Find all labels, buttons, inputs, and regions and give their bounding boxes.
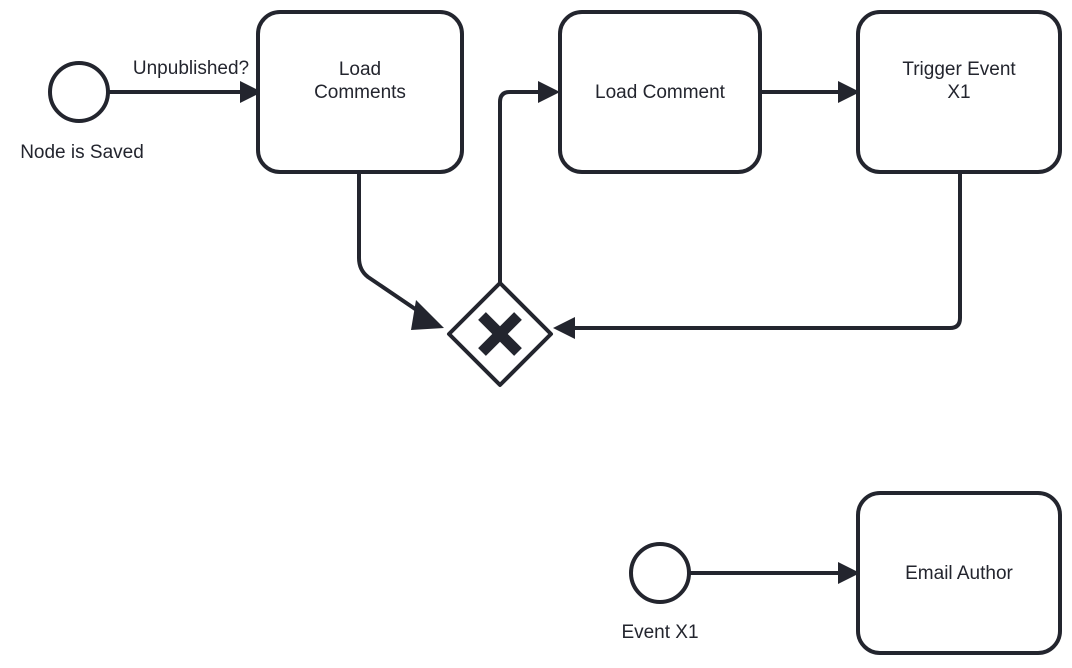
rect-fill <box>858 12 1060 172</box>
arrow-head-icon <box>838 562 860 584</box>
circle-fill <box>631 544 689 602</box>
circle-outline <box>629 542 691 604</box>
circle-outline <box>48 61 110 123</box>
node-exclusive-gateway[interactable] <box>447 281 553 387</box>
edge-line <box>575 172 962 330</box>
edge-line <box>498 90 538 286</box>
node-label-event-x1: Event X1 <box>621 622 699 643</box>
rect-fill <box>258 12 462 172</box>
edge-line <box>357 172 426 317</box>
node-start-event-event-x1[interactable] <box>629 542 691 604</box>
edge-label-unpublished: Unpublished? <box>132 58 250 79</box>
arrow-head-icon <box>240 81 262 103</box>
diamond-outline <box>447 281 553 387</box>
node-task-load-comments[interactable] <box>256 10 464 174</box>
edge-gateway-to-load-comment[interactable] <box>498 81 560 286</box>
node-label-load-comments: Load Comments <box>314 59 406 103</box>
node-start-event-node-is-saved[interactable] <box>48 61 110 123</box>
rect-outline <box>558 10 762 174</box>
rect-fill <box>560 12 760 172</box>
node-label-node-is-saved: Node is Saved <box>20 142 144 163</box>
rect-outline <box>256 10 464 174</box>
rect-outline <box>856 10 1062 174</box>
arrow-head-icon <box>411 300 444 330</box>
arrow-head-icon <box>538 81 560 103</box>
edge-load-comment-to-trigger[interactable] <box>760 81 860 103</box>
arrow-head-icon <box>553 317 575 339</box>
node-label-trigger-event-x1: Trigger Event X1 <box>902 59 1016 103</box>
edge-trigger-to-gateway[interactable] <box>553 172 962 339</box>
node-label-email-author: Email Author <box>905 563 1013 584</box>
node-task-load-comment[interactable] <box>558 10 762 174</box>
rect-fill <box>858 493 1060 653</box>
edge-node-saved-to-load-comments[interactable] <box>108 81 262 103</box>
rect-outline <box>856 491 1062 655</box>
node-task-trigger-event-x1[interactable] <box>856 10 1062 174</box>
circle-fill <box>50 63 108 121</box>
edge-load-comments-to-gateway[interactable] <box>357 172 444 330</box>
node-label-load-comment: Load Comment <box>595 82 725 103</box>
edge-event-x1-to-email-author[interactable] <box>689 562 860 584</box>
arrow-head-icon <box>838 81 860 103</box>
node-task-email-author[interactable] <box>856 491 1062 655</box>
gateway-x-icon <box>478 312 522 356</box>
